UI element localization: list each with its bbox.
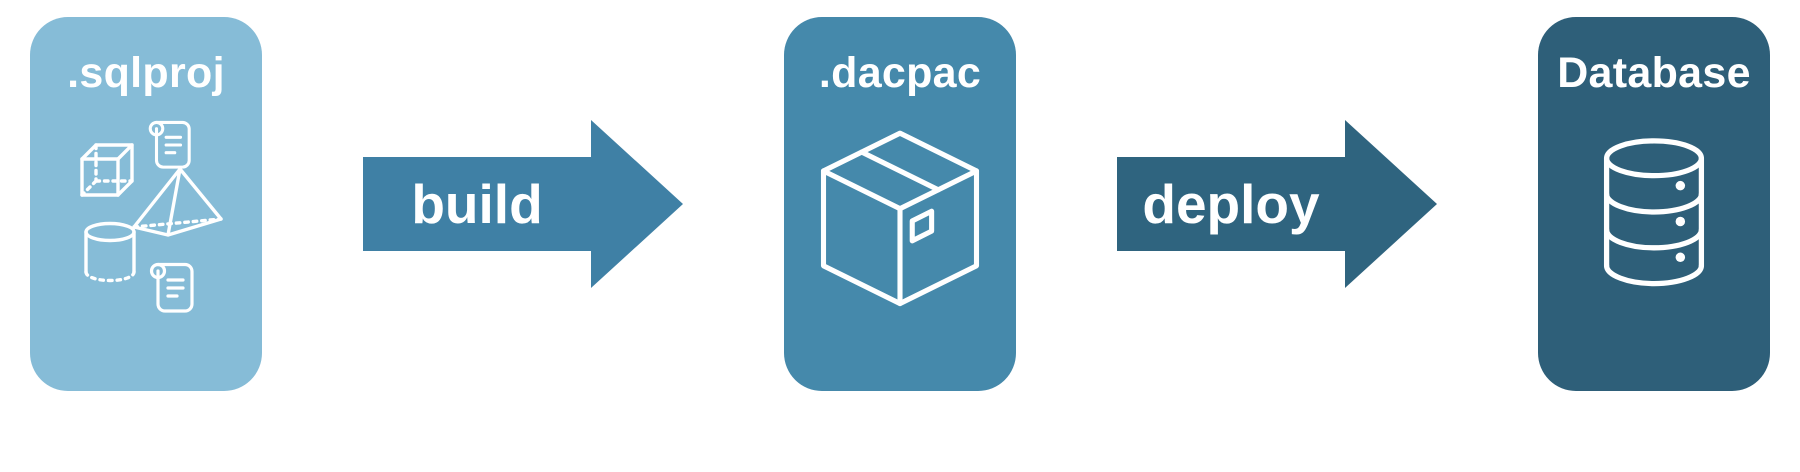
node-sqlproj: .sqlproj (30, 17, 262, 391)
build-arrow-label: build (411, 173, 543, 235)
arrow-head-icon (1345, 120, 1437, 288)
sql-object-icons (30, 117, 262, 391)
node-dacpac-title: .dacpac (818, 49, 982, 97)
script-scroll-icon (144, 117, 194, 173)
arrow-head-icon (591, 120, 683, 288)
cylinder-icon (82, 221, 138, 285)
package-box-icon (784, 123, 1016, 391)
deploy-arrow: deploy (1117, 120, 1437, 288)
build-arrow: build (363, 120, 683, 288)
node-database: Database (1538, 17, 1770, 391)
deploy-arrow-body: deploy (1117, 157, 1345, 251)
database-cylinder-icon (1538, 133, 1770, 391)
node-database-title: Database (1557, 49, 1751, 97)
cube-icon (72, 135, 142, 205)
deploy-arrow-label: deploy (1142, 173, 1320, 235)
pyramid-icon (130, 165, 226, 239)
node-dacpac: .dacpac (784, 17, 1016, 391)
node-sqlproj-title: .sqlproj (67, 49, 225, 97)
script-scroll-icon (144, 259, 198, 317)
build-arrow-body: build (363, 157, 591, 251)
